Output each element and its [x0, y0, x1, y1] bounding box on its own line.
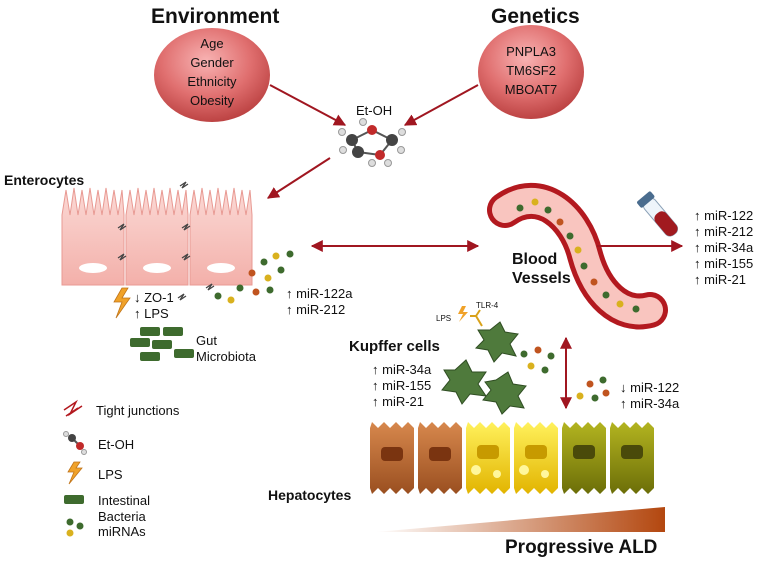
ethanol-label: Et-OH [356, 103, 393, 118]
legend-bacteria-icon [64, 495, 84, 504]
genetics-item: PNPLA3 [506, 44, 556, 59]
blood-mirna: ↑ miR-212 [694, 224, 754, 239]
hepatocyte-cell [610, 422, 654, 494]
environment-ellipse [154, 28, 270, 122]
liver-mirna: ↓ miR-122 [620, 380, 680, 395]
genetics-item: MBOAT7 [504, 82, 558, 97]
lps-bolt-icon [458, 306, 468, 322]
genetics-items: PNPLA3 TM6SF2 MBOAT7 [480, 42, 582, 99]
legend-tight-junction-icon [63, 399, 83, 417]
mirna-cluster-gut [214, 250, 294, 304]
tight-junction-icon [177, 293, 187, 301]
blood-vessels-label: Blood Vessels [512, 251, 571, 287]
mirna-cluster-liver [576, 376, 610, 402]
gut-bacteria-cluster [130, 327, 194, 361]
enterocyte-cell [61, 187, 125, 286]
legend-mirna-icon [66, 518, 84, 537]
enterocyte-cells [61, 181, 253, 301]
environment-item: Obesity [189, 93, 235, 108]
gut-mirna-list: ↑ miR-122a ↑ miR-212 [286, 286, 352, 318]
gut-mirna: ↑ miR-122a [286, 286, 353, 301]
tight-junction-icon [181, 253, 191, 261]
gut-mirna: ↑ miR-212 [286, 302, 346, 317]
kupffer-mirna: ↑ miR-21 [372, 394, 425, 409]
tight-junction-icon [179, 181, 189, 189]
blood-mirna: ↑ miR-34a [694, 240, 754, 255]
environment-item: Ethnicity [187, 74, 237, 89]
lps-small-label: LPS [436, 314, 452, 323]
genetics-title: Genetics [491, 5, 580, 28]
tlr4-label: TLR-4 [476, 301, 499, 310]
hepatocyte-row [370, 422, 654, 494]
tlr4-receptor-icon [470, 309, 483, 327]
arrow-genetics-to-etoh [403, 84, 479, 126]
kupffer-mirna: ↑ miR-34a [372, 362, 432, 377]
blood-tube-icon [637, 191, 679, 237]
legend-lps: LPS [98, 467, 123, 482]
environment-item: Age [200, 36, 224, 51]
blood-mirna: ↑ miR-21 [694, 272, 747, 287]
lps-bolt-icon [113, 287, 131, 319]
environment-title: Environment [151, 5, 280, 28]
ethanol-molecule-icon [338, 118, 406, 167]
genetics-item: TM6SF2 [506, 63, 556, 78]
blood-mirna: ↑ miR-155 [694, 256, 754, 271]
liver-mirna: ↑ miR-34a [620, 396, 680, 411]
legend-etoh-icon [63, 431, 87, 455]
arrow-etoh-to-enterocytes [266, 157, 331, 199]
enterocyte-effects: ↓ ZO-1 ↑ LPS [134, 290, 174, 322]
genetics-ellipse [478, 25, 584, 119]
hepatocytes-label: Hepatocytes [268, 487, 352, 503]
kupffer-mirna-list: ↑ miR-34a ↑ miR-155 ↑ miR-21 [372, 362, 431, 410]
legend-lps-icon [67, 461, 83, 485]
hepatocyte-cell [466, 422, 510, 494]
blood-mirna-list: ↑ miR-122 ↑ miR-212 ↑ miR-34a ↑ miR-155 … [694, 208, 753, 288]
legend-mirnas: miRNAs [98, 524, 146, 539]
kupffer-title: Kupffer cells [349, 338, 440, 355]
tight-junction-icon [181, 223, 191, 231]
kupffer-cell [474, 321, 519, 363]
legend-bacteria: Intestinal Bacteria [98, 493, 151, 524]
legend-etoh: Et-OH [98, 437, 135, 452]
tight-junction-icon [117, 223, 127, 231]
hepatocyte-cell [418, 422, 462, 494]
tight-junction-icon [117, 253, 127, 261]
kupffer-cell [482, 371, 527, 415]
gut-microbiota-label: Gut Microbiota [196, 333, 256, 364]
progressive-ald-label: Progressive ALD [505, 537, 658, 558]
enterocytes-label: Enterocytes [4, 172, 85, 188]
kupffer-cell [441, 359, 488, 405]
tight-junction-icon [205, 283, 215, 291]
zo1-effect: ↓ ZO-1 [134, 290, 174, 305]
hepatocyte-cell [370, 422, 414, 494]
progression-ramp [375, 507, 665, 532]
arrow-environment-to-etoh [269, 84, 347, 126]
environment-items: Age Gender Ethnicity Obesity [158, 34, 266, 110]
legend-tight-junctions: Tight junctions [96, 403, 180, 418]
enterocyte-cell [125, 187, 189, 286]
hepatocyte-cell [562, 422, 606, 494]
liver-mirna-list: ↓ miR-122 ↑ miR-34a [620, 380, 679, 412]
mirna-cluster-kupffer [520, 346, 555, 374]
blood-mirna: ↑ miR-122 [694, 208, 754, 223]
blood-vessel [487, 182, 668, 330]
enterocyte-cell [189, 187, 253, 286]
kupffer-mirna: ↑ miR-155 [372, 378, 432, 393]
lps-effect: ↑ LPS [134, 306, 169, 321]
environment-item: Gender [190, 55, 234, 70]
kupffer-cells [441, 306, 527, 415]
hepatocyte-cell [514, 422, 558, 494]
